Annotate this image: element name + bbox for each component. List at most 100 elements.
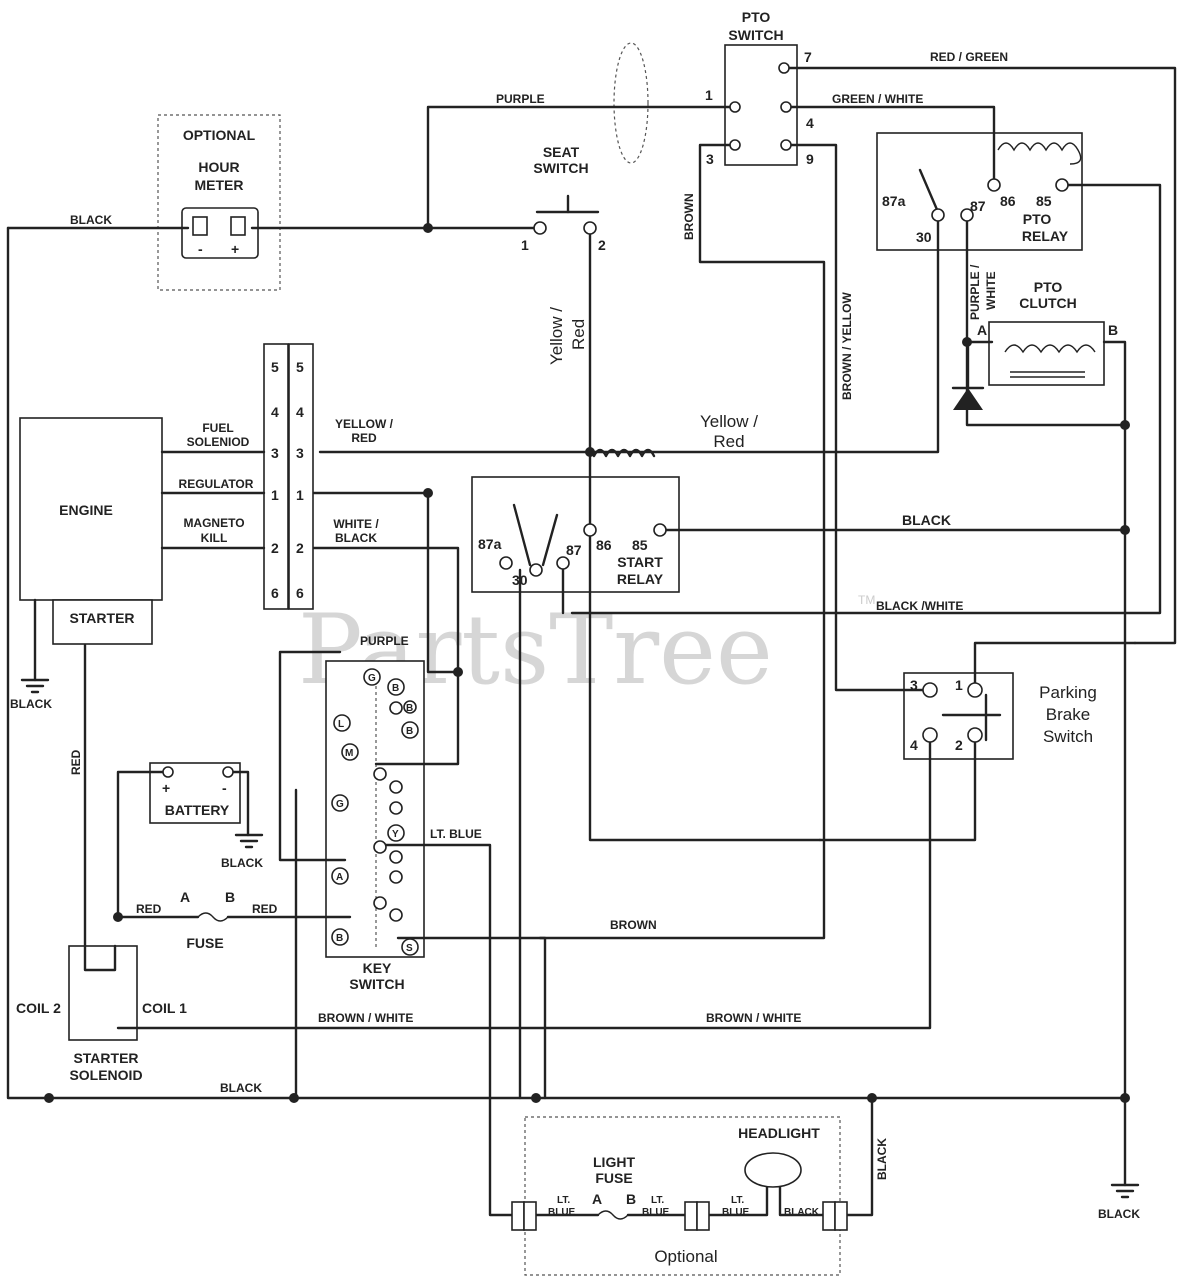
key-switch-terminals xyxy=(331,668,419,956)
ground-symbols xyxy=(20,678,1140,1199)
svg-text:BROWN: BROWN xyxy=(682,193,696,240)
svg-text:S: S xyxy=(406,943,413,954)
svg-text:LT.: LT. xyxy=(557,1195,570,1206)
hour-meter-label: HOUR xyxy=(198,159,239,175)
svg-text:BLUE: BLUE xyxy=(642,1207,670,1218)
seat-switch-label: SEAT xyxy=(543,144,580,160)
fuse-label: FUSE xyxy=(186,935,223,951)
light-fuse-label: LIGHT xyxy=(593,1154,635,1170)
pto-switch-label: PTO xyxy=(742,9,771,25)
svg-text:6: 6 xyxy=(296,585,304,601)
svg-text:1: 1 xyxy=(271,487,279,503)
svg-text:+: + xyxy=(231,241,239,257)
svg-text:BROWN / WHITE: BROWN / WHITE xyxy=(318,1011,413,1025)
engine-label: ENGINE xyxy=(59,502,113,518)
svg-text:4: 4 xyxy=(296,404,304,420)
svg-text:3: 3 xyxy=(706,151,714,167)
svg-text:2: 2 xyxy=(955,737,963,753)
svg-text:BROWN / YELLOW: BROWN / YELLOW xyxy=(840,292,854,400)
svg-text:LT.: LT. xyxy=(731,1195,744,1206)
wire-labels: RED / GREEN PURPLE GREEN / WHITE BLACK B… xyxy=(10,50,1140,1221)
headlight-label: HEADLIGHT xyxy=(738,1125,820,1141)
svg-text:L: L xyxy=(338,719,344,730)
battery-label: BATTERY xyxy=(165,802,230,818)
svg-text:3: 3 xyxy=(296,445,304,461)
svg-text:SOLENIOD: SOLENIOD xyxy=(187,435,250,449)
svg-text:4: 4 xyxy=(910,737,918,753)
svg-text:BLACK: BLACK xyxy=(902,512,951,528)
svg-text:BROWN / WHITE: BROWN / WHITE xyxy=(706,1011,801,1025)
svg-text:87: 87 xyxy=(970,198,986,214)
svg-text:3: 3 xyxy=(271,445,279,461)
headlight-lamp xyxy=(744,1152,802,1188)
optional-box-bottom xyxy=(524,1116,841,1276)
regulator-label: REGULATOR xyxy=(179,477,254,491)
svg-text:4: 4 xyxy=(271,404,279,420)
svg-text:WHITE: WHITE xyxy=(984,271,998,310)
start-relay xyxy=(471,476,680,593)
component-labels: PTO SWITCH OPTIONAL HOUR METER SEAT SWIT… xyxy=(16,9,1097,1266)
key-switch-label: KEY xyxy=(363,960,392,976)
svg-text:M: M xyxy=(345,748,353,759)
svg-text:9: 9 xyxy=(806,151,814,167)
junctions xyxy=(44,223,1130,1103)
svg-text:BLACK: BLACK xyxy=(70,213,112,227)
svg-text:PURPLE: PURPLE xyxy=(360,634,409,648)
pto-clutch xyxy=(988,321,1105,386)
svg-text:BLACK: BLACK xyxy=(220,1081,262,1095)
svg-text:BLACK /WHITE: BLACK /WHITE xyxy=(876,599,963,613)
svg-text:2: 2 xyxy=(598,237,606,253)
connector-left xyxy=(263,343,289,610)
svg-text:Red: Red xyxy=(569,319,588,350)
svg-text:RED: RED xyxy=(252,902,278,916)
svg-text:G: G xyxy=(336,799,344,810)
svg-text:1: 1 xyxy=(705,87,713,103)
svg-text:RED: RED xyxy=(69,749,83,775)
svg-text:86: 86 xyxy=(596,537,612,553)
svg-text:FUSE: FUSE xyxy=(595,1170,632,1186)
svg-text:SWITCH: SWITCH xyxy=(349,976,404,992)
start-relay-label: START xyxy=(617,554,663,570)
svg-text:Yellow /: Yellow / xyxy=(547,307,566,365)
svg-text:BROWN: BROWN xyxy=(610,918,657,932)
svg-text:Yellow /: Yellow / xyxy=(700,412,758,431)
pto-relay xyxy=(876,132,1083,251)
starter-solenoid-label: STARTER xyxy=(73,1050,138,1066)
svg-text:87a: 87a xyxy=(478,536,502,552)
optional-top-label: OPTIONAL xyxy=(183,127,256,143)
pto-clutch-label: PTO xyxy=(1034,279,1063,295)
svg-text:BLUE: BLUE xyxy=(722,1207,750,1218)
svg-text:SOLENOID: SOLENOID xyxy=(69,1067,142,1083)
svg-text:B: B xyxy=(406,703,413,714)
pto-relay-label: PTO xyxy=(1023,211,1052,227)
svg-text:CLUTCH: CLUTCH xyxy=(1019,295,1077,311)
svg-text:2: 2 xyxy=(296,540,304,556)
svg-text:BLACK: BLACK xyxy=(335,531,377,545)
svg-text:Brake: Brake xyxy=(1046,705,1090,724)
svg-text:87: 87 xyxy=(566,542,582,558)
svg-text:KILL: KILL xyxy=(201,531,228,545)
svg-text:Y: Y xyxy=(392,829,399,840)
starter-box xyxy=(52,599,153,645)
svg-text:BLACK: BLACK xyxy=(221,856,263,870)
svg-text:A: A xyxy=(180,889,190,905)
svg-text:3: 3 xyxy=(910,677,918,693)
svg-text:85: 85 xyxy=(632,537,648,553)
starter-label: STARTER xyxy=(69,610,134,626)
svg-text:SWITCH: SWITCH xyxy=(728,27,783,43)
svg-text:Red: Red xyxy=(713,432,744,451)
svg-text:LT. BLUE: LT. BLUE xyxy=(430,827,482,841)
svg-text:METER: METER xyxy=(195,177,244,193)
svg-text:BLUE: BLUE xyxy=(548,1207,576,1218)
optional-bottom-label: Optional xyxy=(654,1247,717,1266)
connector-right xyxy=(288,343,314,610)
svg-text:BLACK: BLACK xyxy=(1098,1207,1140,1221)
fuel-solenoid-label: FUEL xyxy=(202,421,233,435)
svg-text:YELLOW /: YELLOW / xyxy=(335,417,394,431)
svg-text:2: 2 xyxy=(271,540,279,556)
svg-text:5: 5 xyxy=(271,359,279,375)
terminals xyxy=(162,62,1069,778)
svg-text:LT.: LT. xyxy=(651,1195,664,1206)
svg-text:6: 6 xyxy=(271,585,279,601)
